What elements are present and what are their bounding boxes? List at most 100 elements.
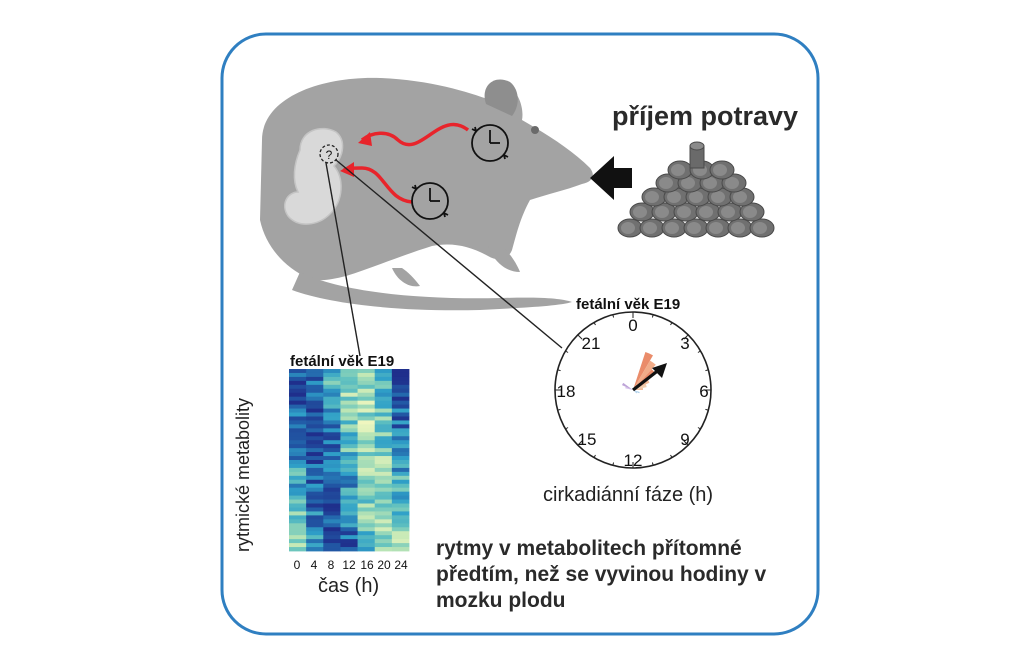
heatmap-cell xyxy=(323,535,341,540)
heatmap-cell xyxy=(357,412,376,417)
dial-hour-label: 21 xyxy=(581,334,601,353)
heatmap-cell xyxy=(323,416,341,421)
heatmap-cell xyxy=(357,523,376,528)
heatmap-cell xyxy=(374,535,393,540)
heatmap-cell xyxy=(340,384,358,390)
dial-tick xyxy=(697,350,701,353)
heatmap-cell xyxy=(323,491,341,497)
heatmap-cell xyxy=(289,543,307,548)
heatmap-cell xyxy=(340,491,358,497)
heatmap-cell xyxy=(289,479,307,485)
heatmap-cell xyxy=(374,428,393,433)
heatmap-cell xyxy=(357,416,376,421)
heatmap-cell xyxy=(289,436,307,441)
food-pellet-face xyxy=(689,191,703,203)
heatmap-cell xyxy=(357,491,376,497)
heatmap-cell xyxy=(391,428,410,433)
mean-phase-arrow xyxy=(632,367,661,392)
heatmap-cell xyxy=(374,440,393,445)
heatmap-cell xyxy=(306,388,324,394)
heatmap-cell xyxy=(323,479,341,485)
heatmap-cell xyxy=(374,452,393,457)
heatmap-cell xyxy=(306,471,324,477)
heatmap-cell xyxy=(340,471,358,477)
heatmap-cell xyxy=(306,380,324,386)
heatmap-title: fetální věk E19 xyxy=(290,353,395,370)
heatmap-cell xyxy=(374,519,393,524)
food-pellet-face xyxy=(731,222,745,234)
heatmap-cell xyxy=(323,519,341,524)
heatmap-cell xyxy=(357,444,376,449)
heatmap-cell xyxy=(306,404,324,409)
heatmap-cell xyxy=(374,539,393,544)
heatmap-cell xyxy=(374,511,393,516)
heatmap-cell xyxy=(391,376,410,382)
heatmap-cell xyxy=(289,408,307,413)
food-pellet-face xyxy=(699,206,713,218)
heatmap-cell xyxy=(340,448,358,453)
heatmap-cell xyxy=(306,460,324,465)
heatmap-cell xyxy=(323,511,341,516)
heatmap-cell xyxy=(340,511,358,516)
heatmap-cell xyxy=(306,503,324,508)
heatmap-cell xyxy=(323,420,341,425)
food-intake-arrow xyxy=(590,156,632,200)
heatmap-cell xyxy=(374,467,393,473)
heatmap-cell xyxy=(357,428,376,433)
heatmap-cell xyxy=(323,372,341,378)
heatmap-cell xyxy=(306,467,324,473)
heatmap-cell xyxy=(306,376,324,382)
heatmap-cell xyxy=(391,412,410,417)
heatmap-cell xyxy=(391,487,410,493)
heatmap-cell xyxy=(357,424,376,429)
heatmap-cell xyxy=(391,535,410,540)
heatmap-cell xyxy=(374,487,393,493)
heatmap-cell xyxy=(306,475,324,481)
heatmap-cell xyxy=(391,507,410,512)
clock-icon-upper xyxy=(471,124,509,162)
heatmap-cell xyxy=(323,384,341,390)
heatmap-cell xyxy=(306,527,324,532)
heatmap-cell xyxy=(357,404,376,409)
heatmap-cell xyxy=(323,483,341,489)
heatmap-cell xyxy=(391,503,410,508)
heatmap-cell xyxy=(340,483,358,489)
heatmap-cell xyxy=(289,487,307,493)
heatmap-cell xyxy=(306,487,324,493)
heatmap-cell xyxy=(289,424,307,429)
heatmap-cell xyxy=(391,408,410,413)
rose-wedge xyxy=(633,360,656,390)
heatmap-cell xyxy=(323,471,341,477)
food-pellet-face xyxy=(713,164,727,176)
heatmap-cell xyxy=(340,440,358,445)
food-pellet-face xyxy=(689,141,705,151)
heatmap-cell xyxy=(340,412,358,417)
clock-icon-lower xyxy=(411,182,449,220)
heatmap-cell xyxy=(306,483,324,489)
food-pellet-face xyxy=(725,177,739,189)
heatmap-cell xyxy=(357,479,376,485)
heatmap-cell xyxy=(357,487,376,493)
heatmap-cell xyxy=(357,460,376,465)
heatmap-x-tick: 0 xyxy=(293,558,301,572)
heatmap-cell xyxy=(289,448,307,453)
heatmap-cell xyxy=(391,475,410,481)
heatmap-cell xyxy=(340,369,358,374)
heatmap-cell xyxy=(391,483,410,489)
heatmap-cell xyxy=(357,432,376,437)
food-pellet-face xyxy=(743,206,757,218)
heatmap-cell xyxy=(374,515,393,520)
heatmap-cell xyxy=(323,531,341,536)
heatmap-cell xyxy=(391,527,410,532)
figure-frame xyxy=(220,32,820,636)
food-intake-label: příjem potravy xyxy=(612,101,799,131)
heatmap-cell xyxy=(323,412,341,417)
food-pellet-face xyxy=(655,206,669,218)
conclusion-text: rytmy v metabolitech přítomné předtím, n… xyxy=(436,537,767,612)
heatmap-cell xyxy=(289,420,307,425)
heatmap-cell xyxy=(289,432,307,437)
heatmap-cell xyxy=(289,539,307,544)
food-pellet-face xyxy=(687,222,701,234)
heatmap-cell xyxy=(323,432,341,437)
